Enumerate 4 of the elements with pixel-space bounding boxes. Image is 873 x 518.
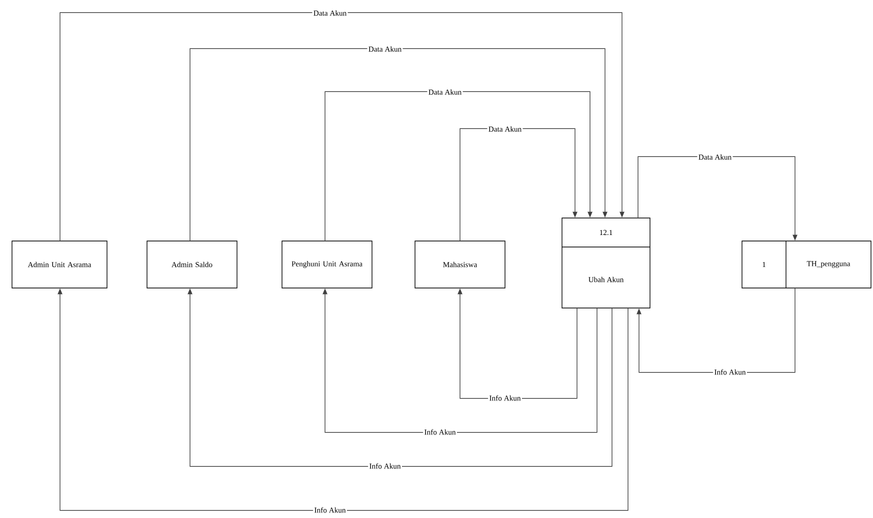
arrow — [324, 91, 592, 241]
arrow — [636, 288, 796, 373]
arrow — [190, 48, 608, 241]
arrow — [60, 12, 624, 241]
